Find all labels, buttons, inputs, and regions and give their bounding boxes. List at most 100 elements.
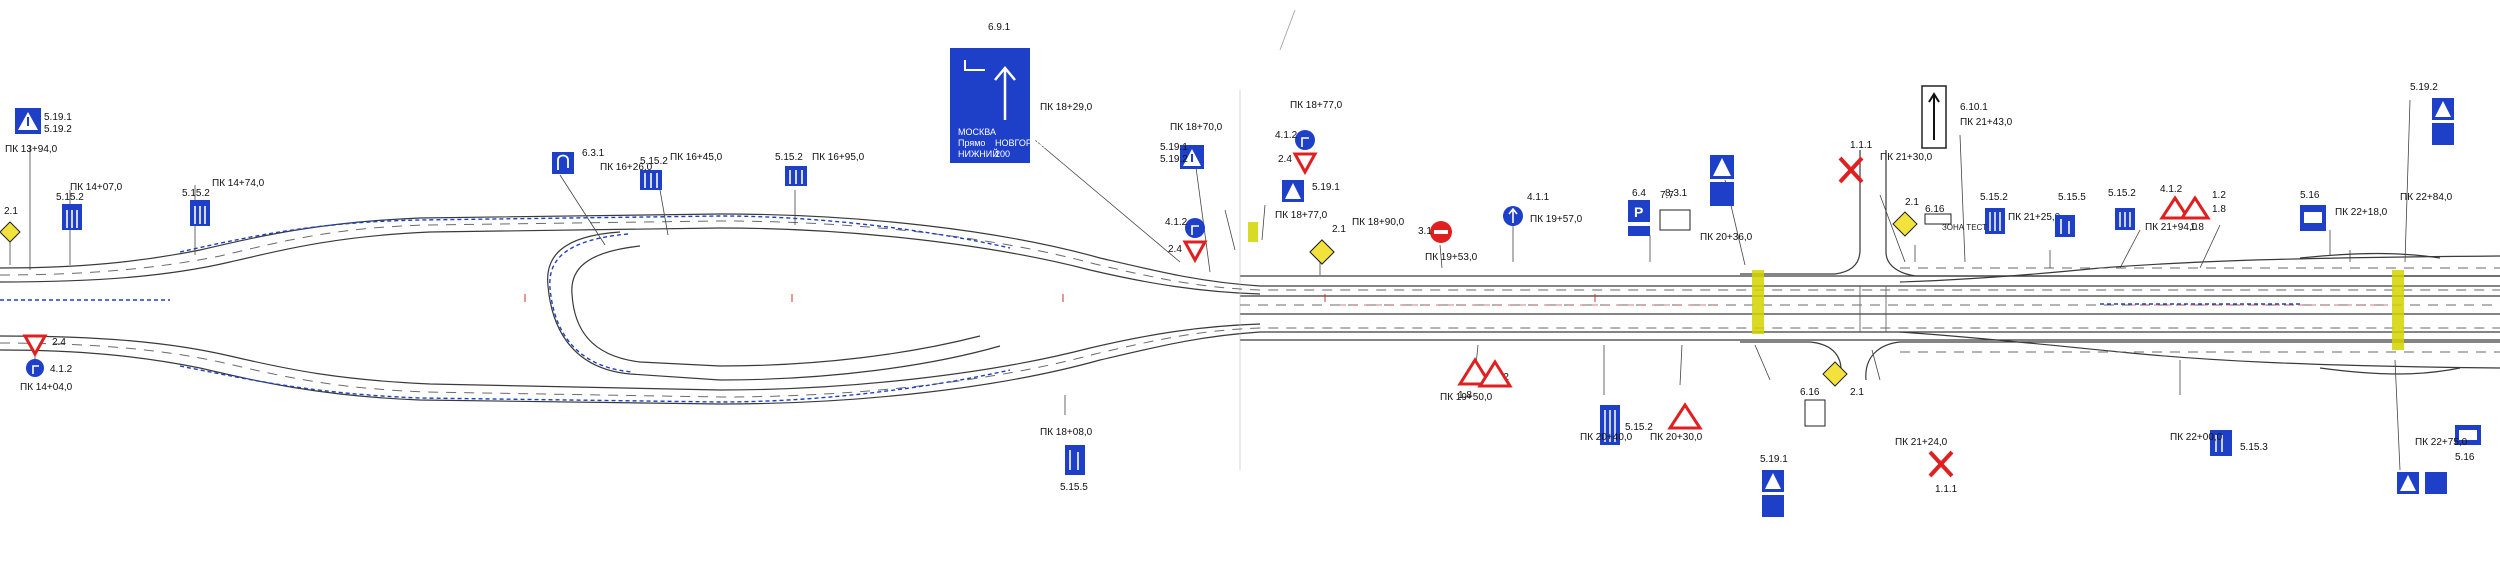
- road-edge-top-left: [0, 213, 2500, 287]
- label-text: ПК 18+08,0: [1040, 427, 1093, 438]
- sign-info-plate[interactable]: [1659, 209, 1691, 231]
- sign-straight[interactable]: [1503, 206, 1523, 226]
- sign-direction-board[interactable]: МОСКВА Прямо НИЖНИЙ НОВГОРОД 200: [950, 48, 1045, 163]
- sign-level-crossing-1[interactable]: [1838, 156, 1864, 184]
- sign-pedestrian-crossing-2[interactable]: [1180, 145, 1204, 169]
- label-text: 7.7: [1660, 190, 1674, 201]
- sign-pedestrian-crossing-3[interactable]: [1282, 180, 1304, 202]
- sign-lane-direction-6[interactable]: [1600, 405, 1620, 445]
- sign-lane-direction-5[interactable]: [1710, 155, 1734, 206]
- label-text: 4.1.2: [2160, 184, 2183, 195]
- label-text: ПК 19+57,0: [1530, 214, 1583, 225]
- sign-pedestrian-crossing-1[interactable]: [15, 108, 41, 134]
- sign-lane-direction-4[interactable]: [785, 166, 807, 186]
- crosswalk-mid: [1752, 270, 1764, 334]
- road-edge-bottom-left-2: [0, 331, 2500, 405]
- sign-main-road-5[interactable]: [1309, 239, 1335, 265]
- label-text: 6.3.1: [582, 148, 605, 159]
- sign-pedestrian-crossing-6[interactable]: [2397, 472, 2447, 494]
- sign-lane-direction-7[interactable]: [1985, 208, 2005, 234]
- road-edge-bottom-left: [0, 323, 1261, 391]
- label-text: ПК 21+25,0: [2008, 212, 2061, 223]
- bus-stop-icon: [2459, 430, 2477, 440]
- label-text: 2.4: [52, 337, 66, 348]
- label-text: 5.15.2: [182, 188, 210, 199]
- sign-u-turn-1[interactable]: [552, 152, 574, 174]
- label-text: ПК 21+24,0: [1895, 437, 1948, 448]
- svg-text:P: P: [1634, 204, 1643, 220]
- label-text: 5.19.1: [44, 112, 72, 123]
- sign-bus-stop-2[interactable]: [2455, 425, 2481, 445]
- label-text: ПК 16+45,0: [670, 152, 723, 163]
- sign-lane-direction-1[interactable]: [62, 204, 82, 230]
- sign-turn-right-1[interactable]: [26, 359, 44, 377]
- sign-warning-2[interactable]: [1667, 402, 1703, 430]
- sign-parking[interactable]: P: [1628, 200, 1650, 236]
- side-road-south-right: [1865, 341, 2500, 381]
- blue-marking-loop: [549, 233, 633, 373]
- lane-direction-icon: [644, 173, 658, 188]
- direction-line2: НИЖНИЙ: [958, 148, 999, 159]
- pedestrian-crossing-icon: [2400, 475, 2416, 491]
- sign-lane-direction-8[interactable]: [2115, 208, 2135, 230]
- label-text: ПК 19+53,0: [1425, 252, 1478, 263]
- pedestrian-crossing-icon: [2435, 101, 2451, 117]
- sign-warning-4[interactable]: [1477, 359, 1513, 388]
- side-road-north-right: [1885, 150, 2500, 277]
- sign-direction-arrow[interactable]: [1921, 85, 1947, 149]
- survey-stroke: [1279, 9, 1296, 51]
- label-text: 5.16: [2300, 190, 2320, 201]
- sign-lane-merge-2[interactable]: [2055, 215, 2075, 237]
- sign-give-way-1[interactable]: [22, 334, 48, 358]
- label-text: 2.1: [1905, 197, 1919, 208]
- sign-lane-direction-2[interactable]: [190, 200, 210, 226]
- label-text: ПК 16+95,0: [812, 152, 865, 163]
- label-text: 5.15.2: [56, 192, 84, 203]
- sign-pedestrian-crossing-5[interactable]: [2432, 98, 2454, 145]
- direction-line4: 200: [995, 149, 1010, 159]
- sign-turn-right-3[interactable]: [1292, 130, 1318, 176]
- sign-lane-direction-9[interactable]: [2210, 430, 2232, 456]
- label-text: 1.1.1: [1850, 140, 1873, 151]
- u-turn-icon: [557, 154, 569, 170]
- direction-sign-icon: [964, 60, 1016, 120]
- label-text: ПК 13+94,0: [5, 144, 58, 155]
- label-text: 2.1: [1332, 224, 1346, 235]
- turn-right-icon: [1301, 137, 1309, 147]
- label-text: ПК 21+94,0: [2145, 222, 2198, 233]
- label-text: 1.8: [1458, 390, 1472, 401]
- label-text: ПК 18+77,0: [1290, 100, 1343, 111]
- sign-no-entry[interactable]: [1430, 221, 1452, 243]
- sign-level-crossing-2[interactable]: [1928, 450, 1954, 478]
- parking-icon: P: [1634, 204, 1643, 220]
- direction-arrow-icon: [1928, 92, 1940, 140]
- bus-bay-top: [2299, 252, 2441, 259]
- pedestrian-crossing-icon: [1713, 158, 1731, 176]
- label-text: ПК 14+74,0: [212, 178, 265, 189]
- sign-main-road-4[interactable]: [1804, 361, 1848, 427]
- label-text: 2.1: [4, 206, 18, 217]
- label-text: ПК 20+36,0: [1700, 232, 1753, 243]
- service-road-top: [1899, 255, 2500, 283]
- label-text: 6.9.1: [988, 22, 1011, 33]
- label-text: ПК 21+30,0: [1880, 152, 1933, 163]
- blue-marking-top: [179, 215, 1011, 253]
- label-text: 2.4: [1168, 244, 1182, 255]
- sign-lane-merge-1[interactable]: [1065, 445, 1085, 475]
- sign-warning-1[interactable]: [1457, 357, 1493, 386]
- sign-pedestrian-crossing-4[interactable]: [1762, 470, 1784, 517]
- sign-lane-direction-3[interactable]: [640, 170, 662, 190]
- sign-bus-stop-1[interactable]: [2300, 205, 2326, 231]
- label-text: ПК 14+04,0: [20, 382, 73, 393]
- sign-turn-right-2[interactable]: [1182, 218, 1208, 264]
- label-text: ПК 18+70,0: [1170, 122, 1223, 133]
- lane-direction-icon: [1989, 212, 2001, 231]
- lane-direction-icon: [66, 210, 78, 228]
- lane-direction-icon: [789, 170, 803, 184]
- sign-main-road-1[interactable]: [0, 221, 21, 243]
- label-text: 5.19.2: [1160, 154, 1188, 165]
- sign-warning-3[interactable]: [2159, 195, 2211, 220]
- sign-main-road-3[interactable]: [1892, 211, 1952, 237]
- label-text: 2.1: [1850, 387, 1864, 398]
- side-road-north-left: [1740, 150, 1861, 275]
